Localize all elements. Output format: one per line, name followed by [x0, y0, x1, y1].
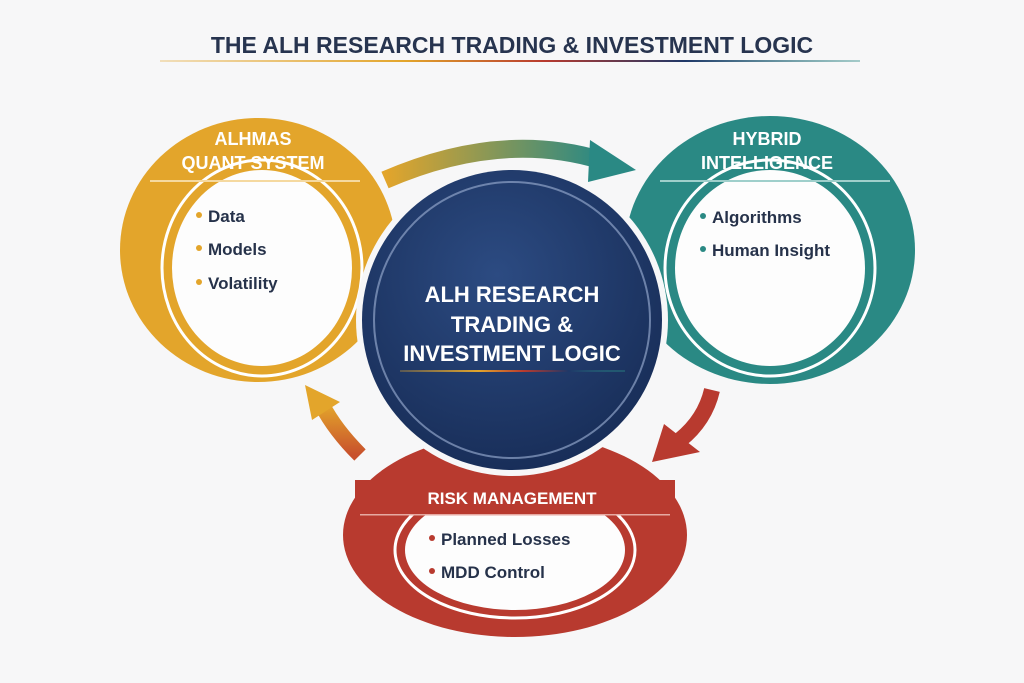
center-title: TRADING & — [451, 312, 573, 337]
list-item: Models — [208, 240, 267, 259]
arrow-head-icon — [588, 140, 636, 182]
node-risk-management: RISK MANAGEMENT Planned Losses MDD Contr… — [343, 433, 687, 637]
arrow-hybrid-to-risk — [674, 387, 720, 447]
node-title: ALHMAS — [215, 129, 292, 149]
list-item: Planned Losses — [441, 530, 570, 549]
center-underline — [400, 370, 625, 372]
list-item: Volatility — [208, 274, 278, 293]
node-title: INTELLIGENCE — [701, 153, 833, 173]
arrow-head-icon — [652, 424, 700, 462]
node-hybrid-intelligence: HYBRID INTELLIGENCE Algorithms Human Ins… — [625, 116, 915, 384]
arrow-head-icon — [305, 385, 340, 420]
node-title: QUANT SYSTEM — [181, 153, 324, 173]
center-title: INVESTMENT LOGIC — [403, 341, 621, 366]
arrow-quant-to-hybrid — [381, 139, 603, 189]
node-title: HYBRID — [732, 129, 801, 149]
node-title: RISK MANAGEMENT — [427, 489, 597, 508]
node-quant-system: ALHMAS QUANT SYSTEM Data Models Volatili… — [120, 118, 396, 382]
arrow-risk-to-quant — [314, 401, 366, 461]
list-item: Data — [208, 207, 245, 226]
center-title: ALH RESEARCH — [425, 282, 600, 307]
page-title: THE ALH RESEARCH TRADING & INVESTMENT LO… — [211, 32, 813, 58]
node-center-logic: ALH RESEARCH TRADING & INVESTMENT LOGIC — [356, 164, 668, 476]
list-item: Human Insight — [712, 241, 830, 260]
list-item: Algorithms — [712, 208, 802, 227]
list-item: MDD Control — [441, 563, 545, 582]
title-underline — [160, 60, 860, 62]
